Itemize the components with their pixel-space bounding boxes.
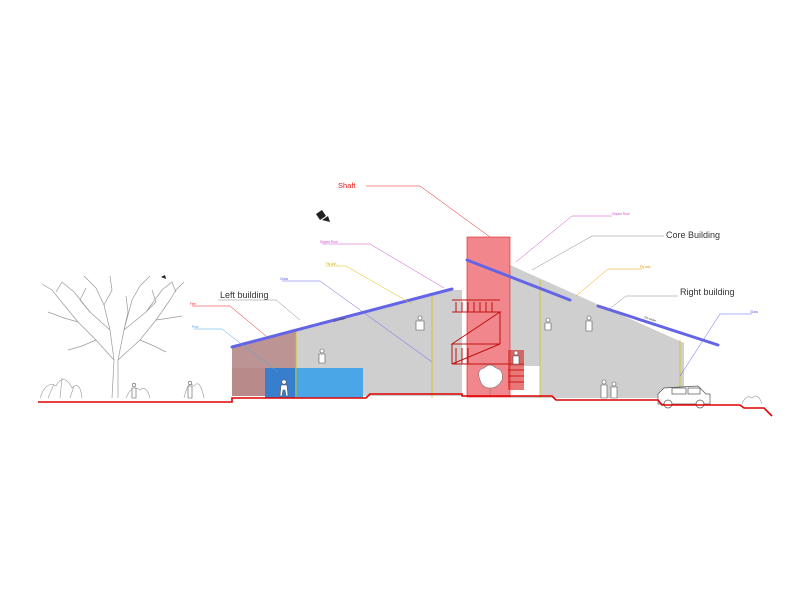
- core-building-label: Core Building: [666, 230, 720, 240]
- fire-label: Fire: [190, 302, 196, 306]
- person-icon: [279, 379, 289, 397]
- sloped-roofs: [230, 258, 720, 349]
- person-icon: [600, 379, 618, 399]
- bush-icon: [741, 395, 763, 405]
- ground-line: [38, 393, 773, 417]
- bush-icon: [39, 377, 205, 399]
- tree-icon: [41, 275, 185, 399]
- column-lines: [295, 280, 681, 398]
- person-icon: [512, 350, 520, 365]
- sloped-roof-right-label: Sloped Roof: [612, 212, 630, 216]
- glass-right-label: Glass: [750, 310, 759, 314]
- right-building-label: Right building: [680, 287, 735, 297]
- stair-landing: [508, 350, 524, 390]
- person-icon: [415, 315, 425, 331]
- slope-left-label: 2% slope: [333, 316, 346, 323]
- car-icon: [657, 385, 711, 409]
- sloped-roof-left-label: Sloped Roof: [320, 240, 338, 244]
- tree-icon: [478, 364, 503, 396]
- fly-ash-left-label: Fly Ash: [326, 262, 337, 266]
- right-building-wall: [510, 265, 684, 398]
- person-icon: [131, 380, 193, 399]
- shaft-outline: [466, 236, 511, 398]
- fly-ash-right-label: Fly Ash: [640, 265, 651, 269]
- pool-label: Pool: [192, 325, 199, 329]
- glass-left-label: Glass: [280, 277, 289, 281]
- leader-lines: [192, 185, 752, 377]
- person-icon: [318, 348, 326, 364]
- left-brown-block: [232, 331, 296, 368]
- shaft-label: Shaft: [338, 181, 356, 190]
- staircase-icon: [450, 299, 524, 383]
- slope-right-label: 2% slope: [644, 315, 657, 323]
- person-icon: [585, 315, 593, 332]
- left-building-label: Left building: [220, 290, 269, 300]
- bird-icon: [161, 210, 330, 279]
- person-icon: [544, 317, 552, 331]
